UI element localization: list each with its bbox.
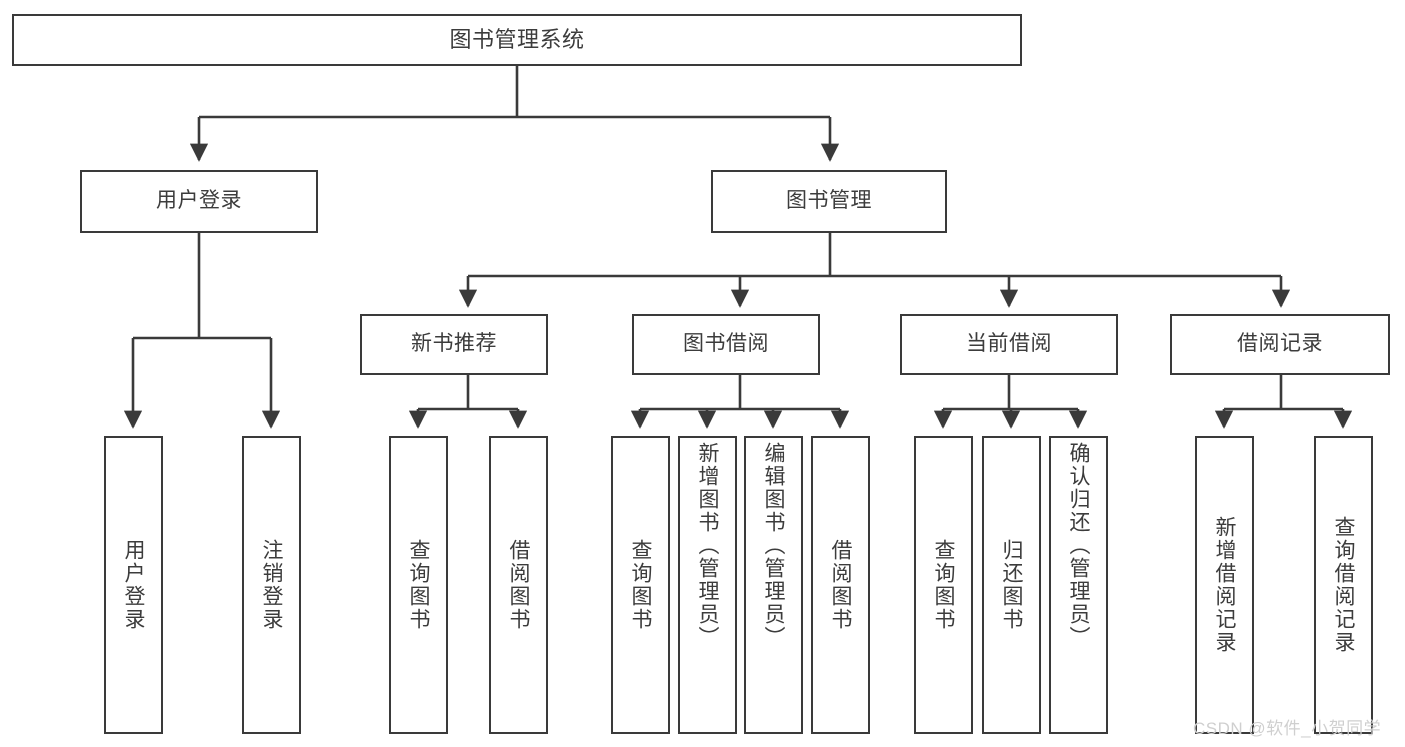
- node-label: 图书管理系统: [449, 27, 585, 53]
- node-user-login[interactable]: 用户登录: [80, 170, 318, 233]
- csdn-watermark: CSDN @软件_小贺同学: [1193, 719, 1382, 738]
- leaf-user-login[interactable]: 用户登录: [104, 436, 163, 734]
- leaf-query-borrow-record[interactable]: 查询借阅记录: [1314, 436, 1373, 734]
- node-label: 图书借阅: [683, 332, 769, 356]
- node-new-book-recommend[interactable]: 新书推荐: [360, 314, 548, 375]
- leaf-add-book-admin[interactable]: 新增图书（管理员）: [678, 436, 737, 734]
- node-label: 借阅记录: [1237, 332, 1323, 356]
- node-book-manage[interactable]: 图书管理: [711, 170, 947, 233]
- leaf-borrow-book-borrow[interactable]: 借阅图书: [811, 436, 870, 734]
- leaf-query-book-current[interactable]: 查询图书: [914, 436, 973, 734]
- node-label: 图书管理: [786, 189, 872, 213]
- node-label: 用户登录: [122, 539, 145, 631]
- node-label: 确认归还（管理员）: [1067, 442, 1090, 649]
- node-book-borrow[interactable]: 图书借阅: [632, 314, 820, 375]
- node-label: 查询图书: [407, 539, 430, 631]
- leaf-return-book[interactable]: 归还图书: [982, 436, 1041, 734]
- node-label: 新增图书（管理员）: [696, 442, 719, 649]
- leaf-query-book-borrow[interactable]: 查询图书: [611, 436, 670, 734]
- node-label: 借阅图书: [829, 539, 852, 631]
- node-label: 用户登录: [156, 189, 242, 213]
- node-label: 新书推荐: [411, 332, 497, 356]
- node-current-borrow[interactable]: 当前借阅: [900, 314, 1118, 375]
- node-label: 编辑图书（管理员）: [762, 442, 785, 649]
- leaf-logout-login[interactable]: 注销登录: [242, 436, 301, 734]
- node-label: 查询图书: [629, 539, 652, 631]
- leaf-add-borrow-record[interactable]: 新增借阅记录: [1195, 436, 1254, 734]
- node-label: 查询借阅记录: [1332, 516, 1355, 654]
- node-borrow-record[interactable]: 借阅记录: [1170, 314, 1390, 375]
- leaf-edit-book-admin[interactable]: 编辑图书（管理员）: [744, 436, 803, 734]
- leaf-confirm-return-admin[interactable]: 确认归还（管理员）: [1049, 436, 1108, 734]
- node-label: 注销登录: [260, 539, 283, 631]
- leaf-borrow-book-recommend[interactable]: 借阅图书: [489, 436, 548, 734]
- node-label: 新增借阅记录: [1213, 516, 1236, 654]
- node-label: 归还图书: [1000, 539, 1023, 631]
- node-root-system[interactable]: 图书管理系统: [12, 14, 1022, 66]
- node-label: 查询图书: [932, 539, 955, 631]
- node-label: 借阅图书: [507, 539, 530, 631]
- node-label: 当前借阅: [966, 332, 1052, 356]
- leaf-query-book-recommend[interactable]: 查询图书: [389, 436, 448, 734]
